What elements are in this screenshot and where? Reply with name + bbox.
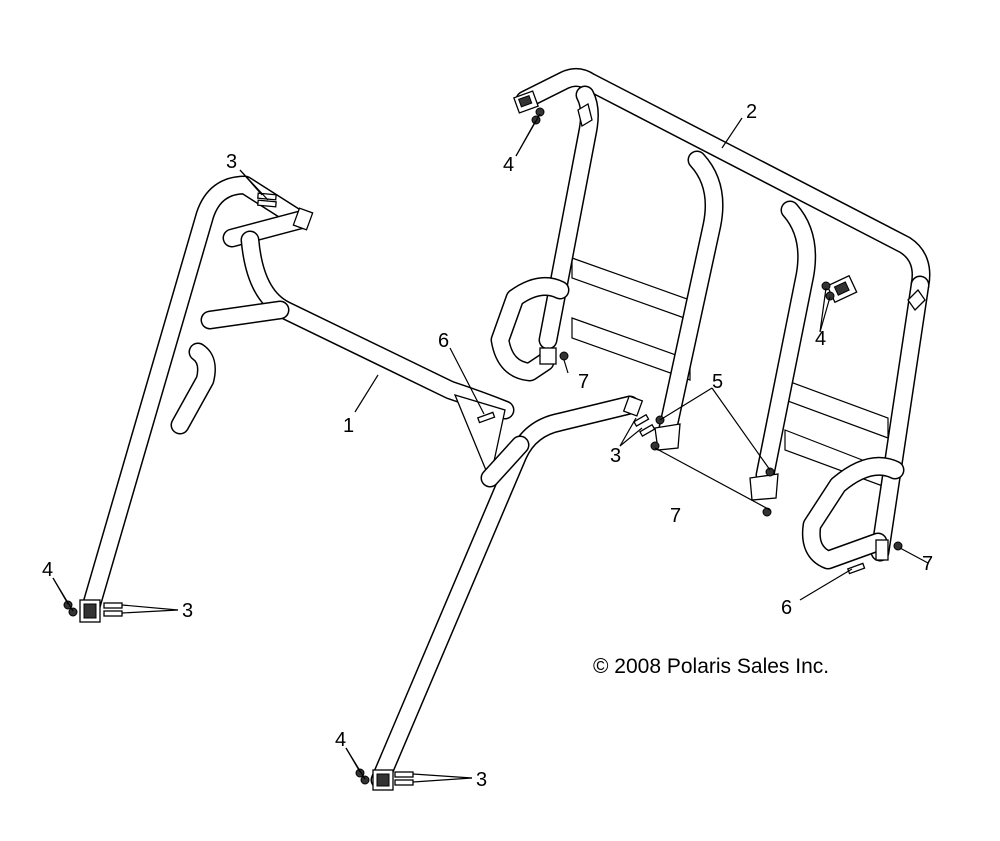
callout-7-right: 7 bbox=[922, 553, 933, 575]
callout-1: 1 bbox=[343, 415, 354, 437]
callout-3-top: 3 bbox=[226, 151, 237, 173]
copyright-notice: © 2008 Polaris Sales Inc. bbox=[593, 655, 829, 678]
callout-6-bottom: 6 bbox=[781, 597, 792, 619]
front-cab-frame bbox=[79, 175, 644, 791]
callout-2: 2 bbox=[746, 101, 757, 123]
callout-6-top: 6 bbox=[438, 330, 449, 352]
callout-4-top: 4 bbox=[503, 154, 514, 176]
callout-3-left: 3 bbox=[182, 600, 193, 622]
callout-4-bottom: 4 bbox=[335, 729, 346, 751]
callout-3-mid: 3 bbox=[610, 445, 621, 467]
callout-numbers: 1 2 3 3 3 3 4 4 4 4 5 6 6 7 7 7 bbox=[42, 101, 933, 791]
hardware-bolts bbox=[63, 107, 903, 786]
callout-7-left: 7 bbox=[578, 371, 589, 393]
rear-cab-frame bbox=[490, 67, 931, 570]
callout-4-left: 4 bbox=[42, 559, 53, 581]
callout-4-right: 4 bbox=[815, 328, 826, 350]
rear-panel-upper bbox=[571, 257, 889, 489]
callout-5: 5 bbox=[712, 371, 723, 393]
leader-lines bbox=[52, 113, 929, 783]
callout-3-bottom: 3 bbox=[476, 769, 487, 791]
callout-7-mid: 7 bbox=[670, 505, 681, 527]
